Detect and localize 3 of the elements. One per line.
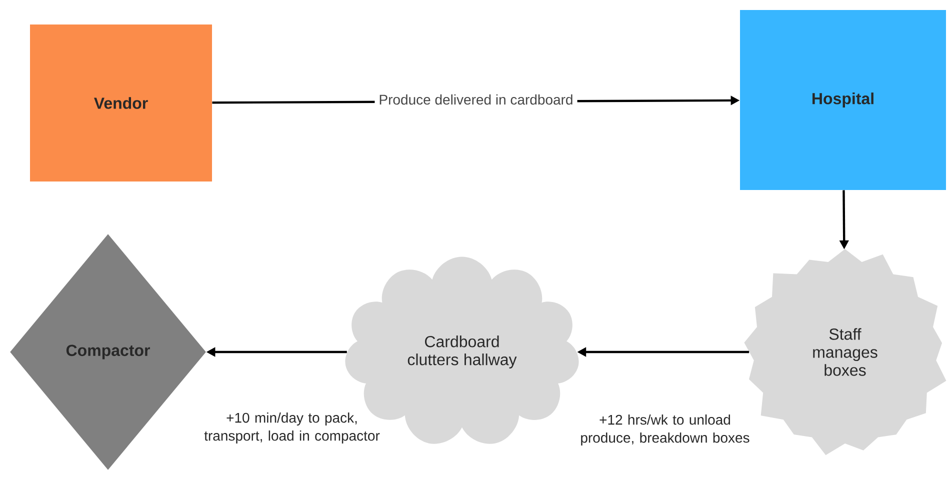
edge-label: Produce delivered in cardboard: [374, 90, 578, 109]
vendor-box: Vendor: [30, 24, 212, 182]
hospital-box: Hospital: [740, 10, 946, 190]
